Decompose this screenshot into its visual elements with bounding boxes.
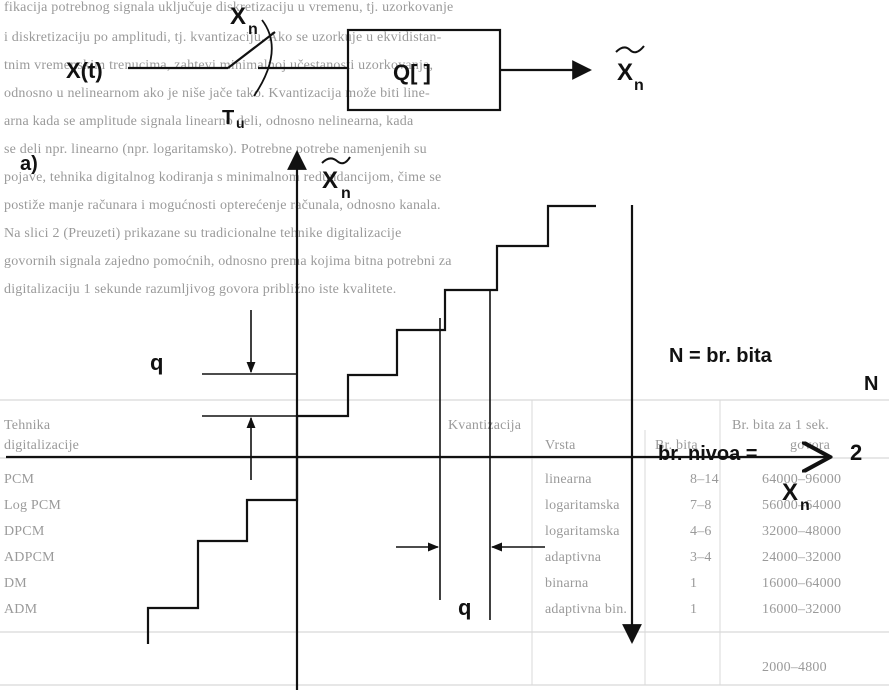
bg-table-cell: 24000–32000	[762, 550, 842, 565]
staircase-characteristic	[146, 204, 596, 644]
step-height-label: q	[150, 350, 163, 375]
bg-table-cell: 56000–64000	[762, 498, 842, 513]
bg-table-cell: logaritamska	[545, 498, 620, 513]
sample-subscript: n	[248, 21, 258, 38]
bg-line: tnim vremenskim trenucima, zahtevi minim…	[4, 58, 434, 73]
bg-table-cell: adaptivna bin.	[545, 602, 628, 617]
sampler-block: X(t) X n T u	[66, 3, 348, 131]
step-width-marker: q	[396, 290, 545, 620]
bg-line: odnosno u nelinearnom ako je niše jače t…	[4, 86, 430, 101]
bg-table-cell: 2000–4800	[762, 660, 827, 675]
output-subscript: n	[634, 77, 644, 94]
levels-exponent: N	[864, 373, 878, 395]
levels-formula: N = br. bita br. nivoa = 2 N	[658, 345, 878, 465]
part-label: a)	[20, 153, 38, 175]
bg-line: fikacija potrebnog signala uključuje dis…	[4, 0, 454, 15]
bg-line: digitalizaciju 1 sekunde razumljivog gov…	[4, 282, 397, 297]
bg-table-cell: logaritamska	[545, 524, 620, 539]
output-tilde	[615, 45, 645, 54]
bg-line: postiže manje računara i mogućnosti opte…	[4, 198, 441, 213]
input-label: X(t)	[66, 58, 103, 83]
bg-line: i diskretizaciju po amplitudi, tj. kvant…	[4, 30, 442, 45]
bg-table-cell: 1	[690, 576, 698, 591]
bits-definition: N = br. bita	[669, 345, 773, 367]
bg-table-header: Tehnika	[4, 418, 51, 433]
step-height-marker: q	[150, 310, 297, 480]
bg-table-header: Br. bita za 1 sek.	[732, 418, 829, 433]
bg-table-cell: 16000–32000	[762, 602, 842, 617]
bg-line: govornih signala zajedno pomoćnih, odnos…	[4, 254, 452, 269]
y-axis-subscript: n	[341, 185, 351, 202]
sample-label: X	[230, 3, 246, 30]
bg-line: pojave, tehnika digitalnog kodiranja s m…	[4, 170, 442, 185]
levels-base: 2	[850, 440, 862, 465]
bg-table-cell: adaptivna	[545, 550, 602, 565]
bg-line: arna kada se amplitude signala linearno …	[4, 114, 414, 129]
output-label: X	[617, 59, 633, 86]
bg-table-cell: DM	[4, 576, 27, 591]
quantizer-block: Q[ ] X n	[346, 28, 645, 112]
bg-table-cell: 7–8	[690, 498, 712, 513]
bg-table-cell: 1	[690, 602, 698, 617]
step-width-label: q	[458, 595, 471, 620]
switch-subscript: u	[236, 115, 245, 131]
bg-table-cell: ADPCM	[4, 550, 55, 565]
x-axis-subscript: n	[800, 497, 810, 514]
bg-table-header: digitalizacije	[4, 438, 80, 453]
levels-definition: br. nivoa =	[658, 443, 757, 465]
quantizer-label: Q[ ]	[393, 60, 431, 85]
bg-table-cell: 16000–64000	[762, 576, 842, 591]
bg-table-cell: ADM	[4, 602, 38, 617]
bg-table-cell: PCM	[4, 472, 35, 487]
axes: X n X n	[6, 150, 830, 690]
bg-table-cell: 4–6	[690, 524, 712, 539]
bg-table-cell: binarna	[545, 576, 589, 591]
y-axis-tilde	[321, 156, 351, 165]
bg-table-cell: Log PCM	[4, 498, 62, 513]
bg-line: Na slici 2 (Preuzeti) prikazane su tradi…	[4, 226, 402, 241]
bg-table-cell: 8–14	[690, 472, 719, 487]
bg-table-cell: 64000–96000	[762, 472, 842, 487]
bg-table-header: Kvantizacija	[448, 418, 522, 433]
bg-table-cell: 32000–48000	[762, 524, 842, 539]
bg-table-header: Vrsta	[545, 438, 576, 453]
bg-table-cell: DPCM	[4, 524, 45, 539]
bg-table-cell: 3–4	[690, 550, 712, 565]
bg-line: se deli npr. linearno (npr. logaritamsko…	[4, 142, 427, 157]
x-axis-label: X	[782, 479, 798, 506]
switch-label: T	[222, 107, 234, 129]
y-axis-label: X	[322, 167, 338, 194]
bg-table-cell: linearna	[545, 472, 592, 487]
bg-table-header: Br. bita	[655, 438, 698, 453]
